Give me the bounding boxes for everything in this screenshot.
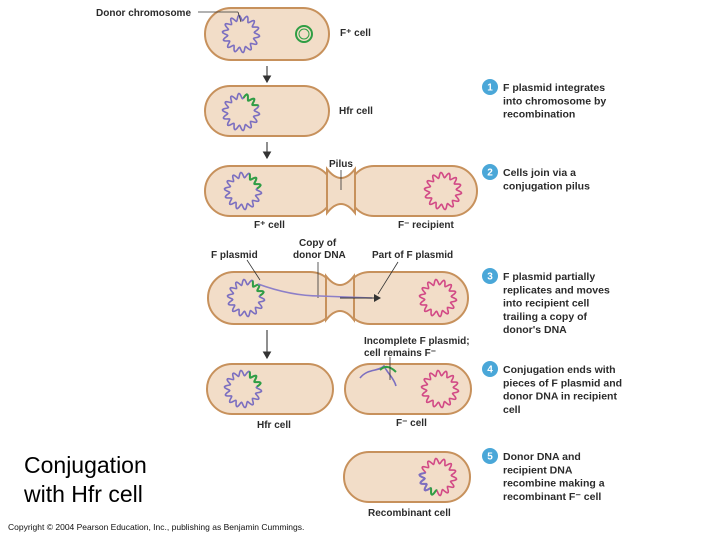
- donor-chromosome-leader-tip: [237, 11, 242, 23]
- step-5-line-2: recipient DNA: [503, 464, 573, 476]
- label-copy-line1: Copy of: [299, 238, 337, 249]
- label-incomplete-line1: Incomplete F plasmid;: [364, 336, 470, 347]
- title-line-2: with Hfr cell: [24, 481, 143, 507]
- label-f-minus-recipient: F⁻ recipient: [398, 220, 455, 231]
- label-pilus: Pilus: [329, 159, 353, 170]
- step-3-line-3: into recipient cell: [503, 298, 589, 310]
- f-plasmid-inner-panel1: [298, 28, 310, 40]
- cell-recombinant-panel6: [343, 451, 471, 503]
- step-4-line-3: donor DNA in recipient: [503, 391, 617, 403]
- step-4-line-4: cell: [503, 404, 521, 416]
- step-3-number: 3: [487, 272, 493, 283]
- step-2-badge: [482, 164, 498, 180]
- transferring-dna-strand: [257, 283, 373, 299]
- cell-hfr-panel4: [207, 271, 337, 325]
- copyright-notice: Copyright © 2004 Pearson Education, Inc.…: [8, 522, 305, 532]
- step-1-line-3: recombination: [503, 109, 575, 121]
- step-2-number: 2: [487, 168, 493, 179]
- step-3-line-4: trailing a copy of: [503, 311, 588, 323]
- f-plasmid-segment-panel5: [248, 371, 262, 388]
- recombined-f-plasmid-panel6: [429, 487, 438, 496]
- donor-dna-fragment-panel5: [359, 364, 397, 387]
- step-2-line-2: conjugation pilus: [503, 180, 590, 192]
- step-4-number: 4: [487, 365, 493, 376]
- step-5-line-3: recombine making a: [503, 478, 605, 490]
- pilus-bridge-panel3: [326, 166, 356, 216]
- step-4-line-1: Conjugation ends with: [503, 364, 616, 376]
- label-hfr-cell-bottom: Hfr cell: [257, 420, 291, 431]
- label-f-plus-cell: F⁺ cell: [254, 220, 285, 231]
- cell-f-plus-panel3: [204, 165, 334, 217]
- step-4-line-2: pieces of F plasmid and: [503, 377, 622, 389]
- label-part-of-f-plasmid: Part of F plasmid: [372, 250, 453, 261]
- f-plasmid-fragment-panel5: [379, 365, 397, 373]
- step-1-line-2: into chromosome by: [503, 95, 606, 107]
- recipient-chromosome-panel4: [418, 278, 458, 318]
- step-3-badge: [482, 268, 498, 284]
- integrated-f-plasmid-panel3: [248, 173, 262, 190]
- slide-title: Conjugation with Hfr cell: [24, 451, 244, 509]
- step-5-number: 5: [487, 452, 493, 463]
- f-plasmid-leader: [246, 259, 261, 281]
- label-f-plus-cell-top: F⁺ cell: [340, 28, 371, 39]
- label-f-minus-cell: F⁻ cell: [396, 418, 427, 429]
- step-4-badge: [482, 361, 498, 377]
- f-plasmid-circle-panel1: [295, 25, 313, 43]
- donor-chromosome-panel1: [221, 14, 261, 54]
- step-3-line-1: F plasmid partially: [503, 271, 595, 283]
- label-f-plasmid: F plasmid: [211, 250, 258, 261]
- step-3-line-2: replicates and moves: [503, 284, 610, 296]
- step-1-line-1: F plasmid integrates: [503, 82, 605, 94]
- step-2-line-1: Cells join via a: [503, 167, 576, 179]
- label-recombinant-cell: Recombinant cell: [368, 508, 451, 519]
- label-copy-line2: donor DNA: [293, 250, 346, 261]
- step-1-number: 1: [487, 83, 493, 94]
- label-donor-chromosome: Donor chromosome: [96, 8, 191, 19]
- label-hfr-cell: Hfr cell: [339, 106, 373, 117]
- part-f-plasmid-leader: [377, 261, 399, 295]
- step-5-line-4: recombinant F⁻ cell: [503, 491, 601, 503]
- cell-f-minus-panel5: [344, 363, 472, 415]
- recipient-chromosome-panel3: [423, 171, 463, 211]
- step-3-line-5: donor's DNA: [503, 324, 567, 336]
- label-incomplete-line2: cell remains F⁻: [364, 348, 436, 359]
- recombined-donor-dna-panel6: [418, 471, 432, 492]
- step-1-badge: [482, 79, 498, 95]
- integrated-f-plasmid-panel2: [242, 93, 259, 107]
- recipient-chromosome-panel5: [420, 369, 460, 409]
- title-line-1: Conjugation: [24, 452, 147, 478]
- f-plasmid-segment-panel4: [251, 280, 265, 297]
- step-5-line-1: Donor DNA and: [503, 451, 581, 463]
- step-5-badge: [482, 448, 498, 464]
